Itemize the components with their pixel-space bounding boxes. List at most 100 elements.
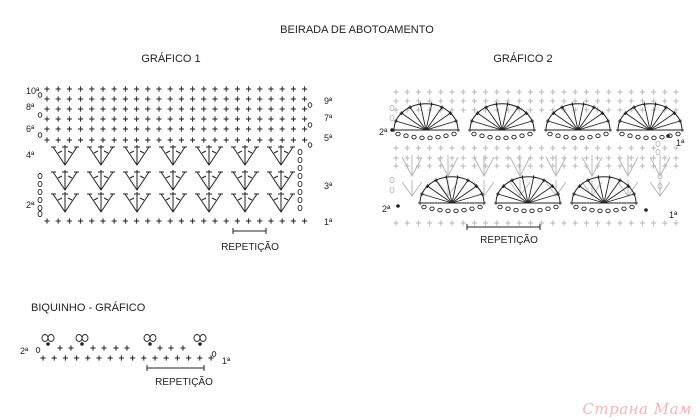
chain-stitch-symbol — [655, 140, 661, 148]
faded-v-stitch-symbol — [649, 155, 671, 178]
fan-stitch-symbol — [511, 180, 529, 204]
chain-stitch-symbol — [37, 92, 43, 98]
single-crochet-symbol — [415, 107, 421, 113]
single-crochet-symbol — [550, 145, 556, 151]
chain-stitch-symbol — [421, 204, 427, 210]
fan-stitch-symbol — [547, 120, 579, 131]
single-crochet-symbol — [89, 137, 95, 143]
single-crochet-symbol — [55, 126, 61, 132]
single-crochet-symbol — [527, 163, 533, 169]
single-crochet-symbol — [673, 98, 679, 104]
single-crochet-symbol — [178, 137, 184, 143]
scallop-arc-symbol — [419, 176, 485, 204]
single-crochet-symbol — [595, 220, 601, 226]
single-crochet-symbol — [527, 107, 533, 113]
single-crochet-symbol — [44, 116, 50, 122]
double-crochet-symbol — [98, 170, 104, 190]
chart-2: GRÁFICO 2 2ª 2ª 1ª 1ª REPETIÇÃO — [379, 52, 685, 246]
single-crochet-symbol — [122, 126, 128, 132]
scallop-arc-symbol — [571, 176, 637, 204]
scallop-arc-symbol — [469, 103, 535, 131]
single-crochet-symbol — [427, 89, 433, 95]
single-crochet-symbol — [178, 96, 184, 102]
single-crochet-symbol — [122, 106, 128, 112]
fan-stitch-symbol — [451, 180, 469, 204]
chain-stitch-symbol — [537, 207, 543, 213]
chain-stitch-symbol — [37, 132, 43, 138]
double-crochet-symbol — [62, 170, 68, 190]
single-crochet-symbol — [527, 98, 533, 104]
fan-stitch-symbol — [527, 193, 559, 204]
chain-stitch-symbol — [497, 204, 503, 210]
fan-stitch-symbol — [577, 104, 585, 131]
single-crochet-symbol — [639, 107, 645, 113]
single-crochet-symbol — [167, 218, 173, 224]
faded-v-stitch-symbol — [509, 155, 531, 178]
single-crochet-symbol — [483, 145, 489, 151]
single-crochet-symbol — [100, 86, 106, 92]
chain-stitch-symbol — [461, 207, 467, 213]
chain-stitch-symbol — [521, 208, 527, 214]
single-crochet-symbol — [290, 106, 296, 112]
single-crochet-symbol — [157, 345, 163, 351]
single-crochet-symbol — [156, 218, 162, 224]
single-crochet-symbol — [234, 96, 240, 102]
fan-stitch-symbol — [471, 120, 503, 131]
chart-1-row-label-7: 7ª — [324, 113, 333, 123]
chart-2-row-label-1-bottom: 1ª — [669, 210, 678, 220]
chain-stitch-symbol — [211, 351, 217, 357]
chain-stitch-symbol — [555, 133, 561, 138]
double-crochet-symbol — [134, 145, 140, 165]
single-crochet-symbol — [44, 106, 50, 112]
single-crochet-symbol — [583, 220, 589, 226]
single-crochet-symbol — [246, 106, 252, 112]
single-crochet-symbol — [163, 355, 169, 361]
single-crochet-symbol — [290, 137, 296, 143]
single-crochet-symbol — [516, 220, 522, 226]
fan-stitch-symbol — [497, 193, 529, 204]
chain-stitch-symbol — [657, 182, 663, 190]
single-crochet-symbol — [156, 86, 162, 92]
single-crochet-symbol — [617, 163, 623, 169]
single-crochet-symbol — [234, 116, 240, 122]
single-crochet-symbol — [460, 107, 466, 113]
single-crochet-symbol — [167, 126, 173, 132]
single-crochet-symbol — [212, 137, 218, 143]
faded-v-stitch-symbol — [473, 180, 495, 197]
single-crochet-symbol — [118, 355, 124, 361]
double-crochet-symbol — [206, 145, 212, 165]
fan-stitch-symbol — [579, 185, 605, 204]
chart-3-row-label-1: 1ª — [222, 356, 231, 366]
single-crochet-symbol — [268, 96, 274, 102]
single-crochet-symbol — [673, 155, 679, 161]
slip-stitch-symbol — [198, 342, 202, 346]
single-crochet-symbol — [393, 220, 399, 226]
single-crochet-symbol — [583, 107, 589, 113]
single-crochet-symbol — [550, 89, 556, 95]
single-crochet-symbol — [201, 116, 207, 122]
single-crochet-symbol — [427, 145, 433, 151]
fan-stitch-symbol — [649, 120, 681, 131]
chart-1-row-label-1: 1ª — [324, 217, 333, 227]
faded-v-stitch-symbol — [437, 155, 459, 178]
fan-stitch-symbol — [485, 107, 503, 131]
single-crochet-symbol — [471, 163, 477, 169]
single-crochet-symbol — [471, 145, 477, 151]
chart-1-row-label-3: 3ª — [324, 181, 333, 191]
chain-stitch-symbol — [389, 176, 395, 184]
single-crochet-symbol — [427, 98, 433, 104]
chain-stitch-symbol — [643, 135, 649, 141]
single-crochet-symbol — [279, 126, 285, 132]
chain-stitch-symbol — [603, 131, 609, 137]
single-crochet-symbol — [583, 98, 589, 104]
single-crochet-symbol — [415, 145, 421, 151]
chain-stitch-symbol — [513, 207, 519, 213]
chain-stitch-symbol — [435, 134, 441, 140]
single-crochet-symbol — [527, 155, 533, 161]
single-crochet-symbol — [190, 126, 196, 132]
watermark-logo: Страна Мам — [582, 400, 692, 418]
single-crochet-symbol — [100, 137, 106, 143]
single-crochet-symbol — [279, 116, 285, 122]
single-crochet-symbol — [595, 89, 601, 95]
single-crochet-symbol — [302, 137, 308, 143]
